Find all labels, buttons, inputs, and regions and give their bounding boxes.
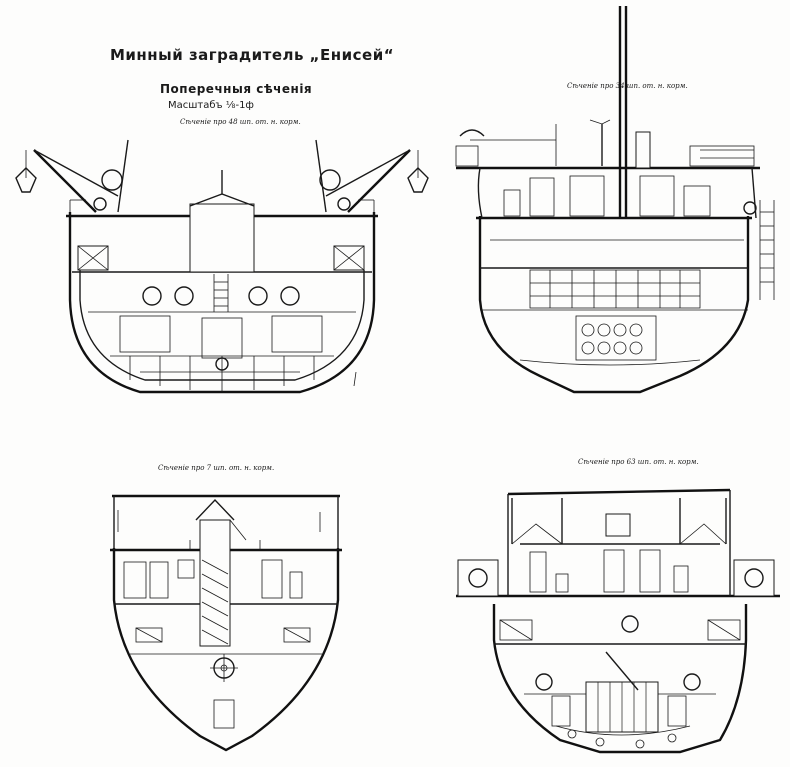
section-caption: Сѣченіе про 7 шп. от. н. корм.	[158, 464, 275, 472]
rudder-trunk	[213, 699, 235, 729]
funnel-casing	[189, 203, 255, 273]
capstan	[621, 615, 639, 633]
cabins	[123, 559, 303, 599]
crane-left	[15, 139, 129, 213]
crane-posts	[511, 498, 727, 544]
section-top-left	[15, 139, 429, 394]
benches	[135, 627, 311, 643]
hull-outline	[492, 604, 748, 754]
bunker-partitions	[597, 682, 647, 732]
compass-binnacle	[605, 513, 631, 537]
stanchions	[117, 510, 321, 550]
boat-davit	[459, 129, 485, 137]
drawing-subtitle: Поперечныя сѣченія	[160, 82, 313, 96]
floor-frames	[129, 356, 315, 392]
boilers	[119, 286, 323, 371]
pump-right	[683, 673, 701, 691]
section-caption: Сѣченіе про 34 шп. от. н. корм.	[567, 82, 688, 90]
bridge-deck	[507, 488, 731, 496]
crane-right	[315, 139, 429, 213]
section-bottom-right	[456, 488, 780, 754]
derrick-head	[589, 119, 611, 125]
sponson-right	[733, 559, 775, 597]
hull-outline	[112, 548, 340, 752]
companion-trunk	[199, 519, 231, 647]
mine-racks	[529, 269, 701, 309]
bulwark	[69, 199, 375, 216]
trunk-hood	[195, 498, 235, 521]
stay	[229, 519, 247, 541]
hull-outline	[478, 216, 750, 394]
hold-ladder	[605, 651, 639, 691]
sponson-left	[457, 559, 499, 597]
section-top-right	[455, 6, 775, 394]
deckhouse-rooms	[503, 175, 711, 217]
section-bottom-left	[110, 494, 342, 752]
cabins	[529, 549, 689, 593]
section-caption: Сѣченіе про 63 шп. от. н. корм.	[578, 458, 699, 466]
bilge-keel	[353, 371, 357, 387]
double-bottom	[551, 695, 691, 749]
bollard	[743, 201, 757, 215]
side-shell	[477, 167, 483, 219]
tank-top	[519, 359, 701, 366]
winch-right	[744, 568, 764, 588]
ladder	[213, 274, 229, 312]
mine-chutes	[499, 619, 741, 641]
drawing-scale: Масштабъ ⅛-1ф	[168, 100, 254, 111]
hull-outline	[68, 212, 376, 394]
truss-bracing	[511, 523, 727, 545]
section-caption: Сѣченіе про 48 шп. от. н. корм.	[180, 118, 301, 126]
inner-hull	[79, 270, 365, 381]
winch-left	[468, 568, 488, 588]
gangway-ladder	[759, 200, 775, 300]
mines	[575, 315, 657, 361]
drawing-title: Минный заградитель „Енисей“	[110, 46, 395, 64]
pump-left	[535, 673, 553, 691]
ventilator	[635, 131, 651, 169]
trunk-ladder	[201, 559, 229, 645]
rails	[455, 124, 755, 167]
